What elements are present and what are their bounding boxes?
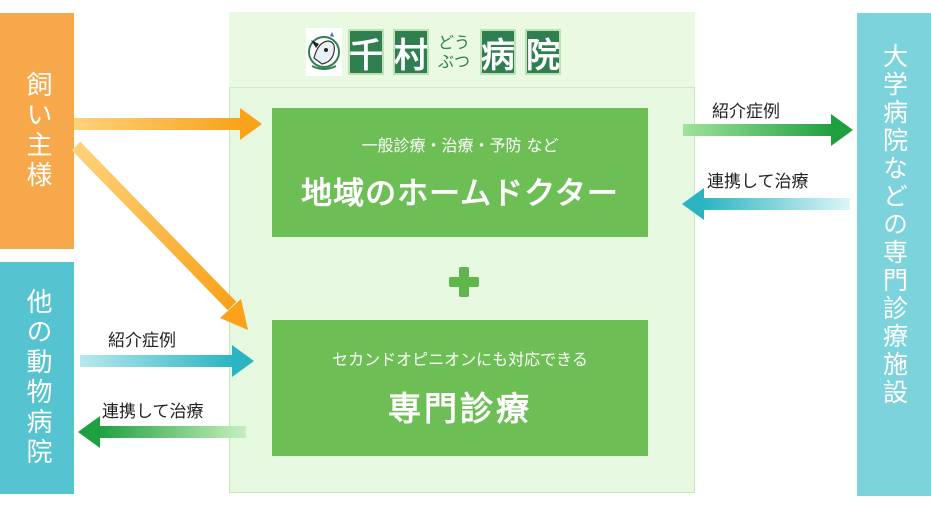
general-care-sub: 一般診療・治療・予防 など (361, 136, 559, 155)
right-referral-label: 紹介症例 (712, 102, 780, 122)
logo-tile-2: 村 (393, 29, 429, 76)
logo-small-bottom: ぶつ (438, 52, 471, 71)
specialty-care-main: 専門診療 (388, 389, 532, 428)
cooperation-to-other-hospital-arrow (78, 416, 246, 448)
owner-to-specialty-arrow (71, 141, 248, 330)
logo-small-top: どう (438, 33, 471, 52)
logo-tile-1: 千 (348, 29, 384, 76)
left-cooperation-label: 連携して治療 (102, 402, 204, 422)
hospital-logo: 千 村 どう ぶつ 病 院 (306, 26, 624, 78)
other-hospital-label: 他の動物病院 (22, 288, 52, 468)
university-hospital-box: 大学病院などの専門診療施設 (857, 13, 931, 496)
referral-to-university-arrow (683, 114, 853, 146)
referral-from-other-hospital-arrow (80, 345, 254, 377)
right-cooperation-label: 連携して治療 (707, 172, 809, 192)
logo-tile-4: 院 (525, 29, 562, 76)
general-care-box: 一般診療・治療・予防 など 地域のホームドクター (272, 108, 648, 237)
left-referral-label: 紹介症例 (108, 331, 176, 351)
pet-owner-label: 飼い主様 (22, 71, 52, 191)
logo-small-text: どう ぶつ (438, 33, 470, 71)
owner-to-general-arrow (74, 108, 262, 140)
other-hospital-box: 他の動物病院 (0, 262, 74, 494)
animal-logo-icon (306, 28, 342, 76)
plus-icon (449, 267, 479, 297)
general-care-main: 地域のホームドクター (301, 176, 619, 212)
logo-tile-3: 病 (480, 29, 517, 76)
pet-owner-box: 飼い主様 (0, 13, 74, 249)
specialty-care-sub: セカンドオピニオンにも対応できる (332, 350, 588, 369)
cooperation-from-university-arrow (682, 188, 850, 220)
specialty-care-box: セカンドオピニオンにも対応できる 専門診療 (272, 320, 648, 456)
university-hospital-label: 大学病院などの専門診療施設 (879, 43, 909, 407)
